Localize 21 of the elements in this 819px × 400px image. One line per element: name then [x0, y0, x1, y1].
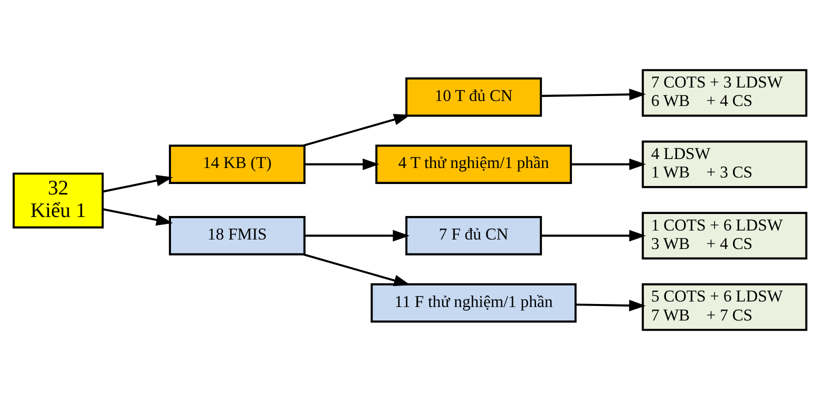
arrow [102, 174, 172, 193]
node-box: 7 COTS + 3 LDSW 6 WB + 4 CS [641, 69, 807, 117]
node-box: 4 T thử nghiệm/1 phần [374, 144, 572, 184]
node-box: 18 FMIS [168, 216, 305, 256]
node-box: 4 LDSW 1 WB + 3 CS [641, 140, 807, 188]
node-box: 10 T đủ CN [404, 77, 542, 117]
arrow [304, 230, 409, 242]
arrow [575, 300, 646, 312]
node-box: 1 COTS + 6 LDSW 3 WB + 4 CS [641, 212, 807, 260]
node-box: 7 F đủ CN [404, 216, 542, 256]
arrow [540, 88, 646, 100]
arrow [570, 158, 646, 170]
arrow [302, 253, 410, 286]
arrow [304, 158, 379, 170]
node-box: 5 COTS + 6 LDSW 7 WB + 7 CS [641, 283, 807, 331]
arrow [102, 208, 172, 226]
node-box: 14 KB (T) [168, 144, 305, 184]
node-box: 11 F thử nghiệm/1 phần [370, 283, 576, 323]
arrow [302, 114, 410, 147]
arrow [540, 230, 646, 242]
node-box: 32 Kiểu 1 [12, 172, 104, 228]
